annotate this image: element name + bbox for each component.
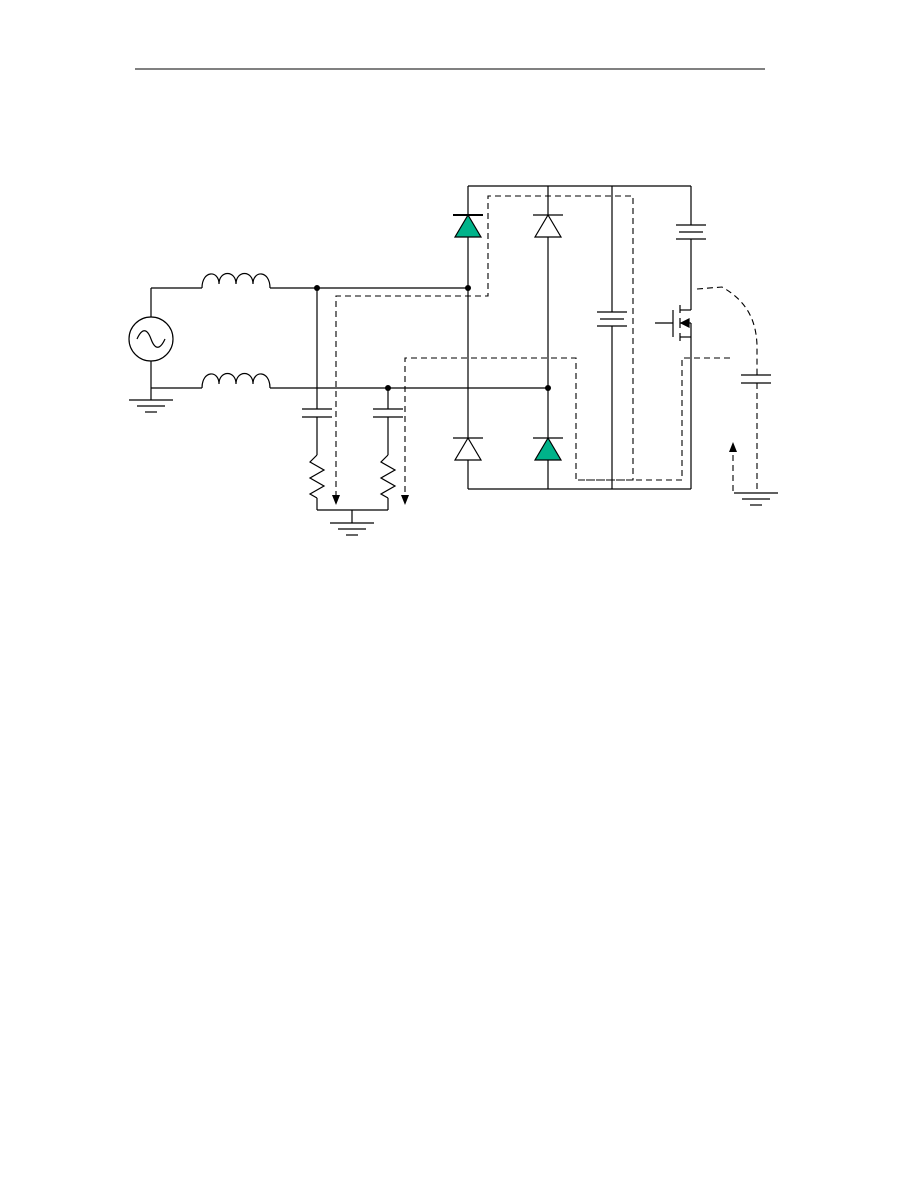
capacitor-filter-1	[302, 408, 332, 418]
resistor-filter-1	[308, 454, 326, 499]
capacitor-top-right	[676, 224, 706, 240]
resistor-filter-2	[379, 454, 397, 499]
ground-source	[129, 388, 173, 413]
junction-dots	[314, 285, 551, 391]
differential-path	[335, 195, 634, 497]
mosfet	[655, 290, 692, 489]
common-mode-path	[578, 357, 730, 481]
inductor-top	[201, 272, 271, 289]
ground-filter	[330, 522, 374, 536]
arrow-heads	[332, 442, 737, 505]
parasitic-path	[696, 286, 758, 493]
ground-parasitic	[734, 492, 778, 506]
diode-d2	[533, 213, 563, 238]
diode-d3	[453, 436, 483, 461]
capacitor-filter-2	[373, 408, 403, 418]
diode-d1	[453, 213, 483, 238]
diode-d4	[533, 436, 563, 461]
capacitor-parasitic	[741, 374, 771, 384]
capacitor-bulk	[597, 311, 627, 327]
inductor-bottom	[201, 372, 271, 389]
ac-source	[128, 288, 174, 388]
